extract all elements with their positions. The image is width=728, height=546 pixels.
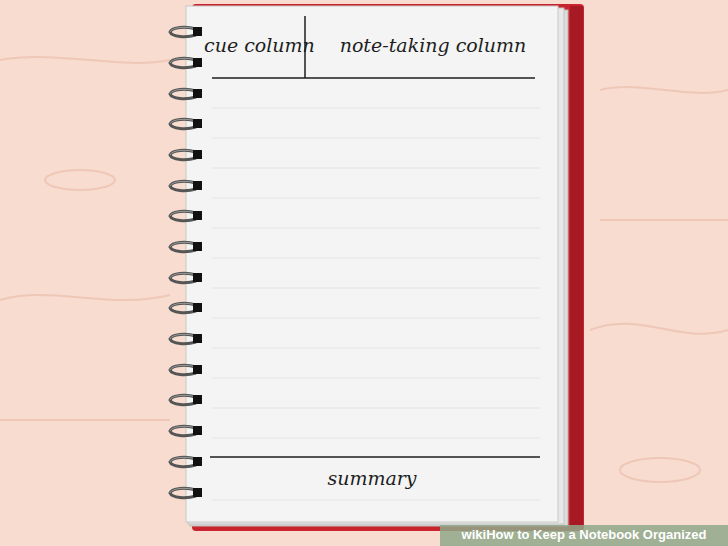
watermark-bar	[440, 525, 728, 546]
section-heading: summary	[327, 467, 416, 490]
layout-lines	[210, 16, 540, 457]
column-heading: cue column	[204, 34, 315, 57]
watermark: wikiHow to Keep a Notebook Organized	[462, 527, 707, 543]
spiral-binding	[170, 27, 202, 498]
column-heading: note-taking column	[340, 34, 527, 57]
ruled-lines	[212, 108, 540, 500]
notebook-page	[186, 6, 558, 522]
